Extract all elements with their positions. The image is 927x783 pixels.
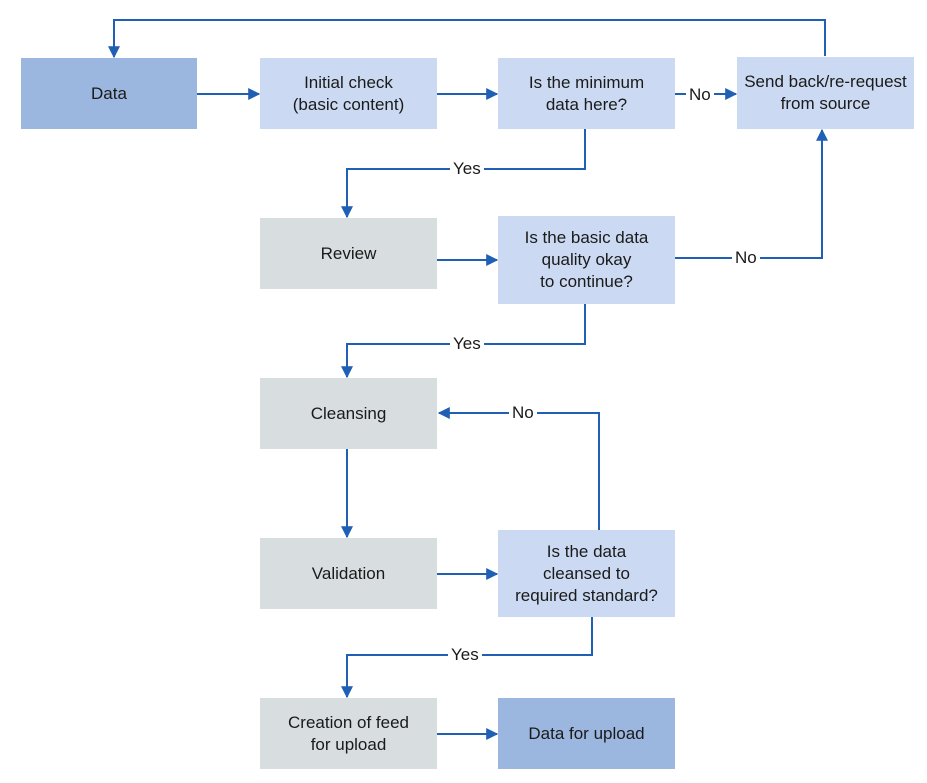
node-min-data-question-label: Is the minimum data here?: [528, 72, 645, 114]
node-cleansed-question: Is the data cleansed to required standar…: [498, 530, 675, 617]
node-data: Data: [21, 58, 197, 129]
node-data-label: Data: [91, 83, 127, 103]
node-quality-question-label: Is the basic data quality okay to contin…: [524, 228, 649, 291]
edge-label-min-no: No: [686, 85, 714, 105]
node-validation: Validation: [260, 538, 437, 609]
edge-label-quality-yes: Yes: [450, 334, 484, 354]
node-initial-check: Initial check (basic content): [260, 58, 437, 129]
node-validation-label: Validation: [311, 563, 386, 583]
node-send-back-label: Send back/re-request from source: [744, 72, 907, 113]
edge-quality-no: [675, 128, 828, 259]
node-creation-of-feed-label: Creation of feed for upload: [288, 712, 409, 754]
node-min-data-question: Is the minimum data here?: [498, 58, 675, 129]
node-review: Review: [260, 218, 437, 289]
node-data-for-upload-label: Data for upload: [528, 723, 645, 743]
node-send-back: Send back/re-request from source: [737, 57, 914, 129]
node-cleansing-label: Cleansing: [310, 403, 387, 423]
node-review-label: Review: [320, 243, 377, 263]
node-initial-check-label: Initial check (basic content): [292, 72, 405, 114]
node-cleansed-question-label: Is the data cleansed to required standar…: [515, 541, 658, 605]
node-data-for-upload: Data for upload: [498, 698, 675, 769]
edge-label-quality-no: No: [732, 248, 760, 268]
edge-label-cleansed-yes: Yes: [448, 645, 482, 665]
node-cleansing: Cleansing: [260, 378, 437, 449]
edge-cleansed-no: [437, 407, 600, 530]
node-creation-of-feed: Creation of feed for upload: [260, 698, 437, 769]
edge-sendback-to-data: [108, 19, 826, 59]
edge-label-cleansed-no: No: [509, 403, 537, 423]
edge-label-min-yes: Yes: [450, 159, 484, 179]
node-quality-question: Is the basic data quality okay to contin…: [498, 216, 675, 304]
